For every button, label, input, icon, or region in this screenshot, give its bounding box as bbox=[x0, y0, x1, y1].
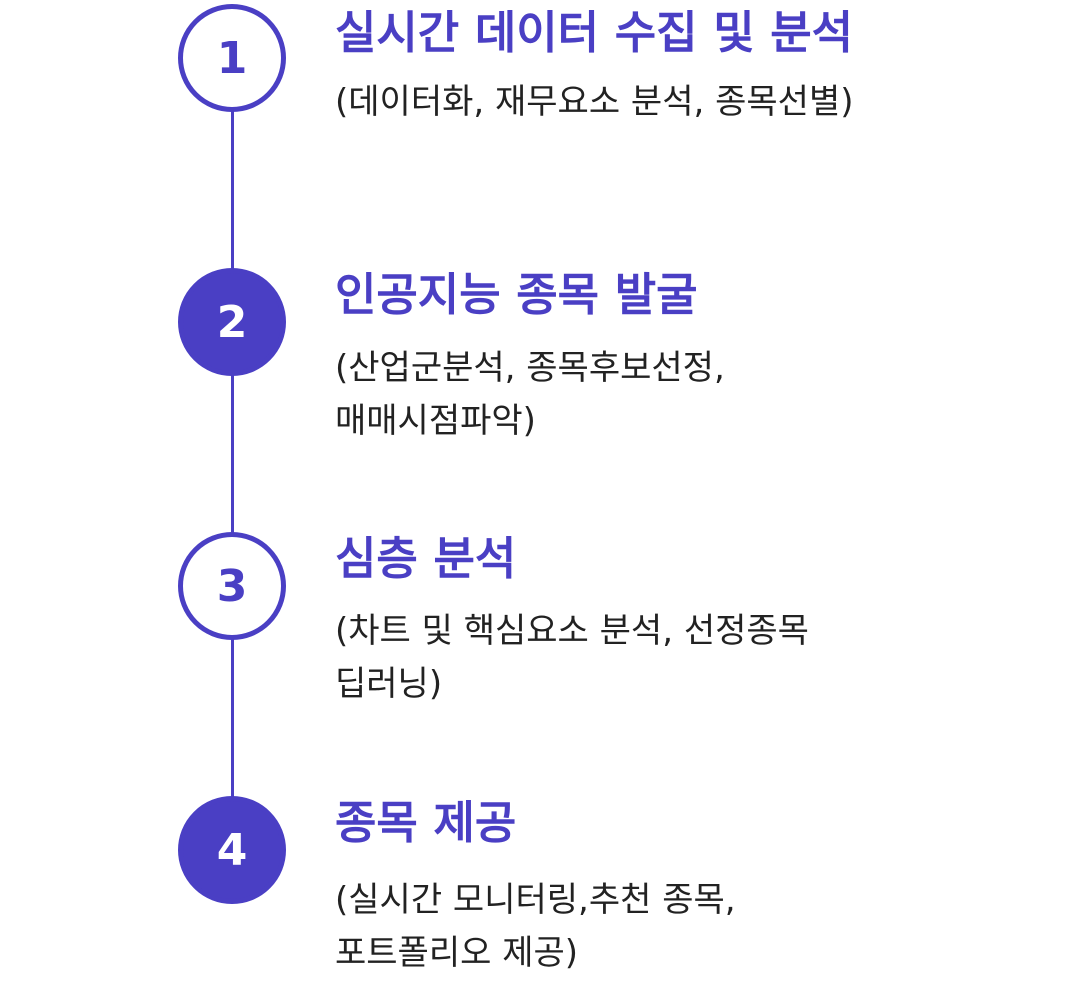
step-3-circle: 3 bbox=[178, 532, 286, 640]
step-3-description: (차트 및 핵심요소 분석, 선정종목 딥러닝) bbox=[335, 611, 809, 704]
step-1-title: 실시간 데이터 수집 및 분석 bbox=[335, 6, 854, 59]
step-4-title: 종목 제공 bbox=[335, 796, 517, 849]
step-1-number: 1 bbox=[216, 32, 248, 84]
step-1-circle: 1 bbox=[178, 4, 286, 112]
step-4-description: (실시간 모니터링,추천 종목, 포트폴리오 제공) bbox=[335, 880, 736, 973]
step-3-title: 심층 분석 bbox=[335, 532, 517, 585]
step-2-number: 2 bbox=[216, 296, 248, 348]
timeline-connector bbox=[231, 58, 234, 850]
step-4-circle: 4 bbox=[178, 796, 286, 904]
step-2-circle: 2 bbox=[178, 268, 286, 376]
step-4-number: 4 bbox=[216, 824, 248, 876]
step-1-description: (데이터화, 재무요소 분석, 종목선별) bbox=[335, 82, 854, 122]
step-2-title: 인공지능 종목 발굴 bbox=[335, 268, 698, 321]
step-3-number: 3 bbox=[216, 560, 248, 612]
step-2-description: (산업군분석, 종목후보선정, 매매시점파악) bbox=[335, 348, 725, 441]
